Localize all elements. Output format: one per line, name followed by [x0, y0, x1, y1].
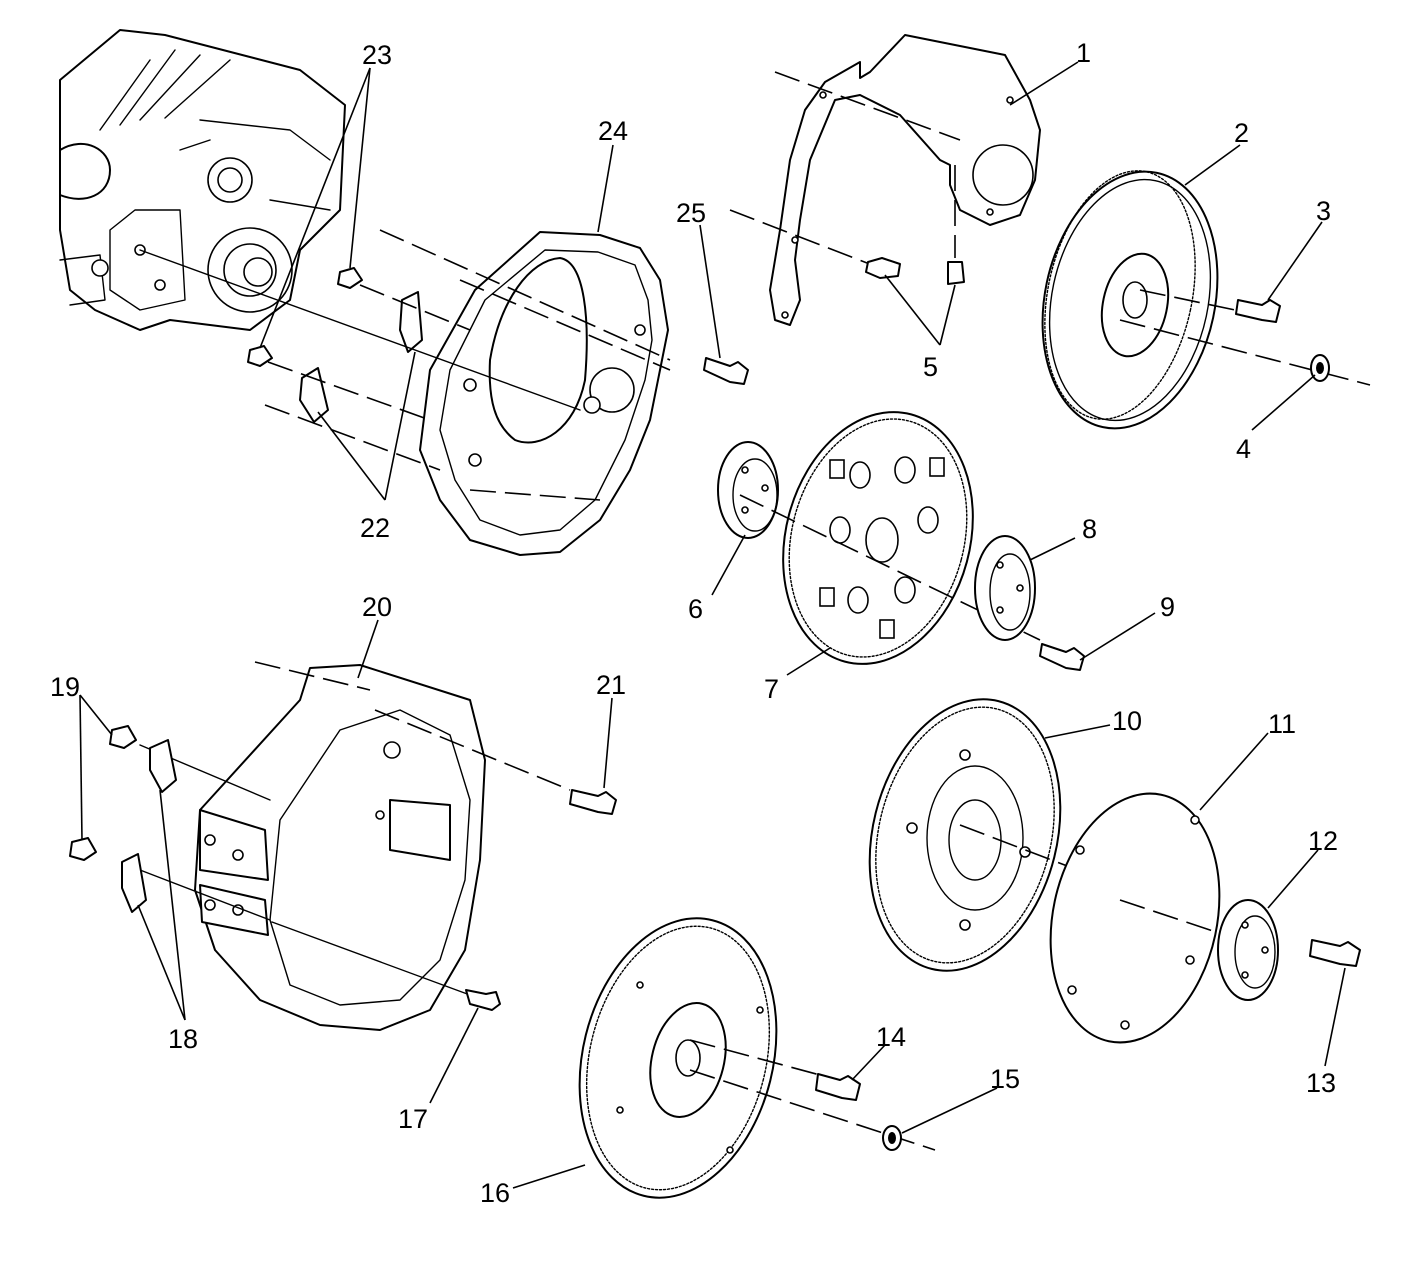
callout-20: 20: [362, 592, 392, 622]
leader-lines: [79, 61, 1346, 1189]
callout-12: 12: [1308, 826, 1338, 856]
callout-10: 10: [1112, 706, 1142, 736]
callout-23: 23: [362, 40, 392, 70]
part-13-bolt: [1309, 939, 1361, 967]
part-18-19-fasteners: [69, 725, 177, 913]
callout-18: 18: [168, 1024, 198, 1054]
callout-22: 22: [360, 513, 390, 543]
callout-19: 19: [50, 672, 80, 702]
callout-21: 21: [596, 670, 626, 700]
callout-3: 3: [1316, 196, 1331, 226]
part-6-spacer: [717, 441, 779, 539]
part-21-bolt: [569, 789, 617, 815]
callout-14: 14: [876, 1022, 906, 1052]
callout-8: 8: [1082, 514, 1097, 544]
callout-16: 16: [480, 1178, 510, 1208]
callout-7: 7: [764, 674, 779, 704]
callout-5: 5: [923, 352, 938, 382]
engine-block: [59, 29, 346, 331]
part-8-reinforcement: [974, 535, 1036, 641]
callout-15: 15: [990, 1064, 1020, 1094]
part-4-pilot-bushing: [1310, 354, 1330, 382]
part-14-bolt: [815, 1073, 861, 1101]
part-20-flywheel-housing: [139, 661, 571, 1031]
callout-24: 24: [598, 116, 628, 146]
part-17-bolt: [465, 989, 501, 1011]
part-3-bolt: [1235, 299, 1281, 323]
part-7-flexplate: [739, 411, 1041, 665]
callout-1: 1: [1076, 38, 1091, 68]
part-22-23-top-fasteners: [139, 249, 581, 471]
callout-6: 6: [688, 594, 703, 624]
callout-2: 2: [1234, 118, 1249, 148]
callout-4: 4: [1236, 434, 1251, 464]
part-25-bolt: [703, 357, 749, 385]
part-16-flywheel: [578, 917, 936, 1199]
part-9-bolt: [1039, 643, 1085, 671]
part-15-bushing: [882, 1125, 902, 1151]
callout-11: 11: [1268, 709, 1296, 739]
part-10-flexplate: [868, 698, 1131, 972]
callout-17: 17: [398, 1104, 428, 1134]
callout-labels: 1 2 3 4 5 6 7 8 9 10 11 12 13 14 15 16 1…: [50, 38, 1338, 1208]
part-12-reinforcement: [1217, 899, 1279, 1001]
part-1-cover-plate: [729, 34, 1041, 326]
callout-9: 9: [1160, 592, 1175, 622]
part-2-flywheel: [1041, 170, 1371, 430]
part-5-bolts: [865, 257, 965, 285]
part-11-spacer-plate: [1049, 792, 1271, 1044]
callout-13: 13: [1306, 1068, 1336, 1098]
callout-25: 25: [676, 198, 706, 228]
part-24-flywheel-housing: [379, 229, 671, 556]
